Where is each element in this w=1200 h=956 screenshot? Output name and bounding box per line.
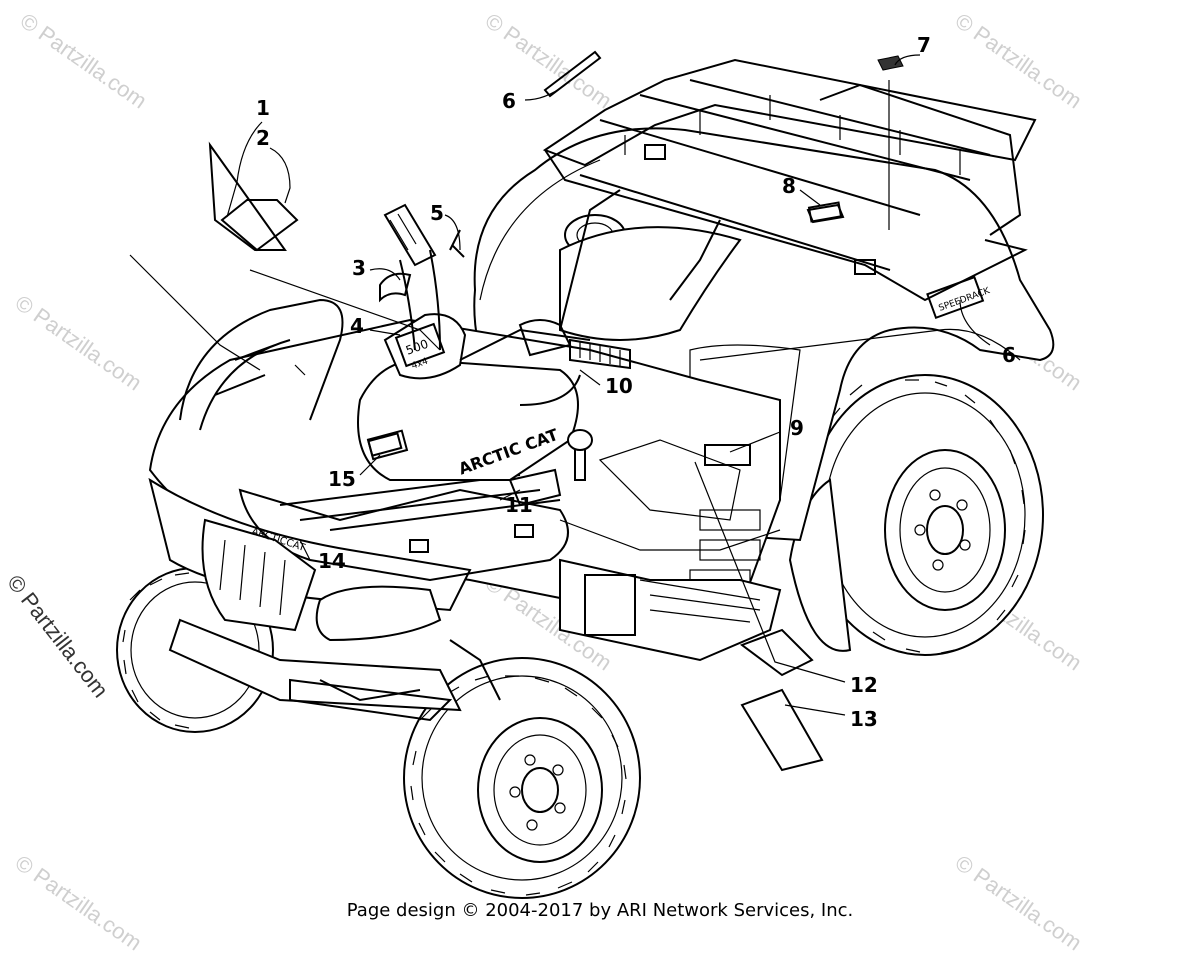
callout-15: 15 xyxy=(328,467,356,491)
callout-1: 1 xyxy=(256,96,270,120)
footwell xyxy=(559,558,782,662)
rear-right-wheel xyxy=(806,374,1044,656)
rear-rack: SPEEDRACK xyxy=(542,58,1037,331)
console: 500 4x4 ARCTIC CAT xyxy=(357,203,631,481)
copyright-footer: Page design © 2004-2017 by ARI Network S… xyxy=(346,900,854,921)
callout-11: 11 xyxy=(505,493,533,517)
callout-labels: 1 2 3 4 5 6 6 7 8 9 10 11 12 13 14 15 xyxy=(256,33,1016,731)
callout-13: 13 xyxy=(850,707,878,731)
callout-8: 8 xyxy=(782,174,796,198)
callout-6-rear: 6 xyxy=(1002,343,1016,367)
callout-2: 2 xyxy=(256,126,270,150)
leader-lines xyxy=(129,54,991,716)
callout-5: 5 xyxy=(430,201,444,225)
callout-10: 10 xyxy=(605,374,633,398)
front-right-wheel xyxy=(403,657,641,899)
decals xyxy=(208,50,904,772)
callout-14: 14 xyxy=(318,549,346,573)
parts-diagram: © Partzilla.com © Partzilla.com © Partzi… xyxy=(2,8,1086,956)
callout-9: 9 xyxy=(790,416,804,440)
callout-12: 12 xyxy=(850,673,878,697)
callout-3: 3 xyxy=(352,256,366,280)
callout-4: 4 xyxy=(350,314,364,338)
callout-7: 7 xyxy=(917,33,931,57)
atv-drawing: SPEEDRACK xyxy=(116,33,1055,899)
callout-6-top: 6 xyxy=(502,89,516,113)
